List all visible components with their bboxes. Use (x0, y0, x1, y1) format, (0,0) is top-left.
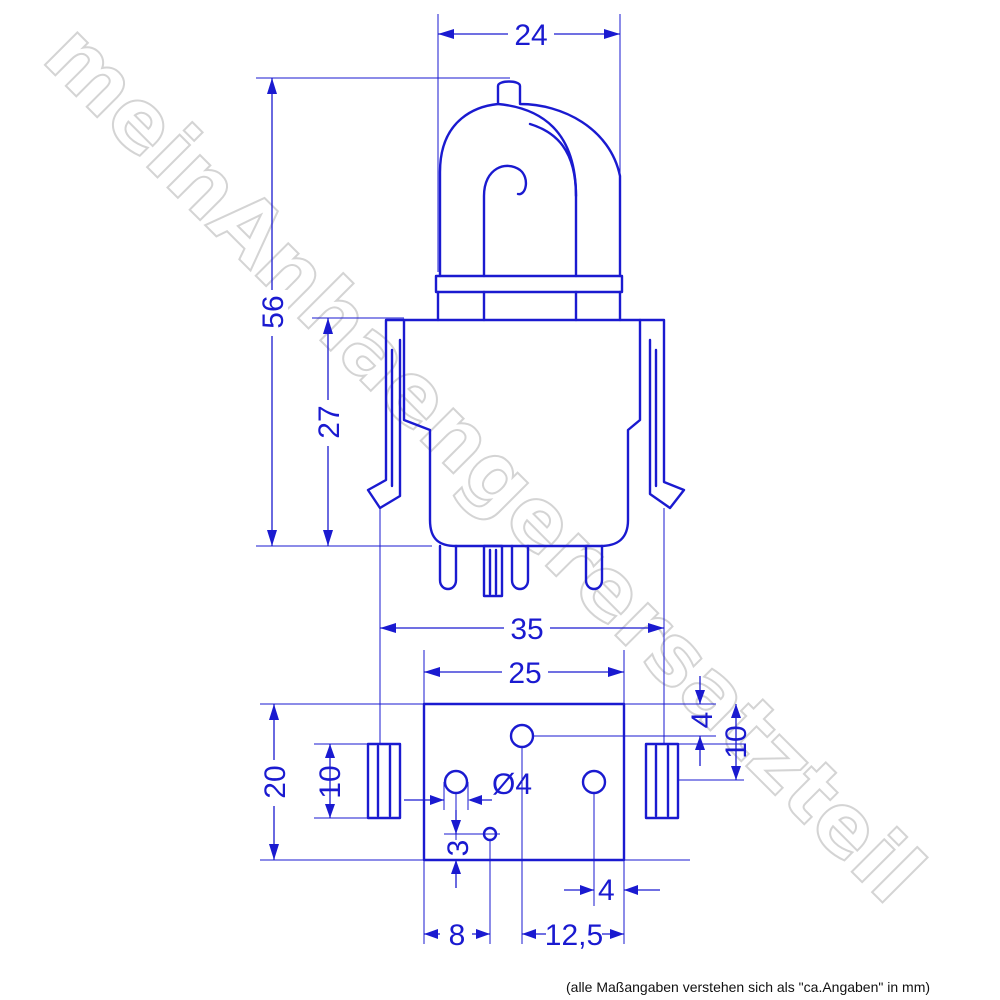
pin (584, 544, 604, 591)
dimension-labels: 24 56 27 35 25 20 10 4 10 Ø4 3 4 8 12,5 (256, 18, 753, 952)
pin (438, 544, 458, 591)
hole-top (509, 723, 535, 749)
dim-4-top: 4 (686, 712, 719, 729)
bulb-collar (434, 274, 624, 294)
socket-body (402, 318, 642, 548)
bulb-inner-loop (482, 164, 528, 278)
pin (510, 544, 530, 591)
dim-24: 24 (514, 19, 547, 52)
right-clip (638, 318, 686, 510)
dim-10-right: 10 (720, 725, 753, 758)
center-tab (482, 544, 504, 598)
hole-right (581, 769, 607, 795)
dim-12-5: 12,5 (545, 919, 603, 952)
dim-4-right: 4 (598, 874, 615, 907)
dim-10-left: 10 (314, 765, 347, 798)
footnote: (alle Maßangaben verstehen sich als "ca.… (566, 979, 930, 995)
dim-35: 35 (510, 613, 543, 646)
dim-diameter-4: Ø4 (492, 768, 532, 801)
left-clip-bottom (366, 742, 402, 820)
dim-25: 25 (508, 657, 541, 690)
dim-3: 3 (442, 840, 475, 857)
left-clip (366, 318, 406, 510)
hole-left (443, 769, 469, 795)
bulb-loop (438, 80, 622, 278)
socket-side-view (366, 80, 686, 598)
right-clip-bottom (644, 742, 680, 820)
dim-27: 27 (313, 405, 346, 438)
watermark: meinAnhaengerersatzteil (26, 5, 943, 922)
dim-56: 56 (257, 295, 290, 328)
dim-8: 8 (449, 919, 466, 952)
dim-20: 20 (259, 765, 292, 798)
